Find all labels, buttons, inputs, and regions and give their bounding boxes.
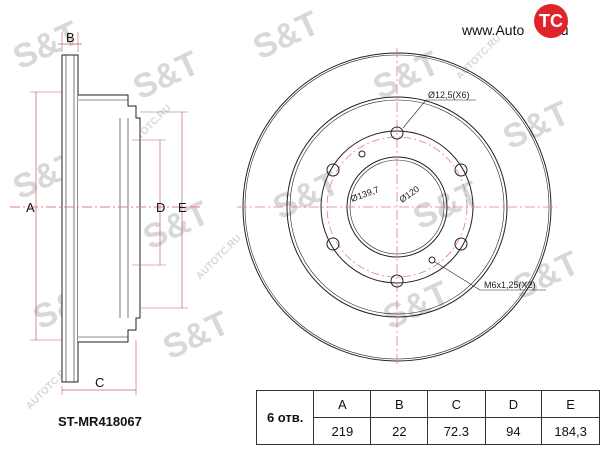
disc-flange [61,54,79,383]
holes-count: 6 отв. [255,390,315,445]
spec-header-c: C [427,390,486,418]
spec-table: 6 отв. A B C D E 219 22 72.3 94 184,3 [255,390,600,445]
spec-value-d: 94 [484,417,543,445]
logo-badge: TC [534,4,568,38]
bolt-hole [326,237,340,251]
svg-text:S&T: S&T [157,304,235,367]
side-view [10,32,200,395]
spec-header-b: B [370,390,429,418]
hat-section [78,94,141,343]
spec-value-c: 72.3 [427,417,486,445]
threaded-hole [358,150,366,158]
thread-note: M6x1,25(X2) [484,280,536,290]
svg-text:S&T: S&T [247,4,325,67]
bolt-hole-note: Ø12,5(X6) [428,90,470,100]
front-view [237,48,557,366]
spec-header-row: 6 отв. A B C D E [255,390,600,445]
pcd-note: Ø139,7 [349,184,380,203]
bolt-hole [326,163,340,177]
spec-value-e: 184,3 [541,417,600,445]
svg-text:AUTOTC.RU: AUTOTC.RU [194,233,243,282]
spec-value-a: 219 [313,417,372,445]
dim-d-label: D [156,200,165,215]
bolt-hole [454,237,468,251]
spec-value-b: 22 [370,417,429,445]
spec-header-a: A [313,390,372,418]
dim-c-label: C [95,375,104,390]
spec-header-d: D [484,390,543,418]
threaded-hole [428,256,436,264]
spec-value-row: 219 22 72.3 94 184,3 [257,417,600,445]
svg-text:S&T: S&T [497,94,575,157]
svg-text:S&T: S&T [407,174,485,237]
svg-text:S&T: S&T [127,44,205,107]
dim-e-label: E [178,200,187,215]
svg-text:S&T: S&T [377,274,455,337]
spec-header-e: E [541,390,600,418]
svg-text:S&T: S&T [137,194,215,257]
bolt-hole [390,274,404,288]
svg-text:S&T: S&T [267,164,345,227]
bolt-hole [390,126,404,140]
dim-a-label: A [26,200,35,215]
bolt-hole [454,163,468,177]
site-logo[interactable]: www.Auto.ru TC [452,4,600,48]
part-number: ST-MR418067 [58,414,142,429]
dim-b-label: B [66,30,75,45]
